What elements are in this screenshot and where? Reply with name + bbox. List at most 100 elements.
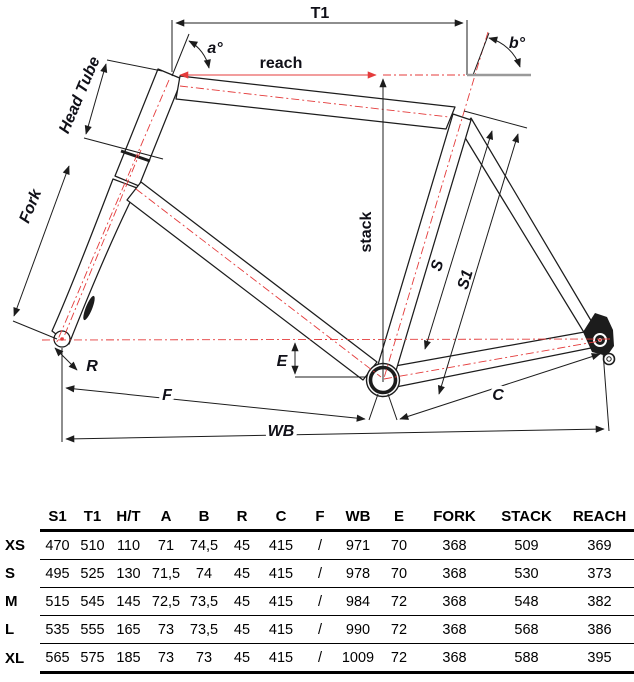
f-ext-bb [368, 393, 379, 421]
derailleur-hanger-hole [606, 356, 612, 362]
table-cell: 382 [565, 587, 634, 616]
table-cell: 548 [488, 587, 565, 616]
table-cell: 368 [421, 559, 488, 588]
column-header-t1: T1 [75, 503, 110, 532]
head-tube-dimension-line [84, 63, 108, 135]
axle-centerline [41, 338, 611, 341]
rear-axle-ext-line [602, 351, 610, 432]
column-header-b: B [185, 503, 223, 532]
table-cell: 74,5 [185, 530, 223, 560]
table-cell: 70 [377, 530, 421, 560]
label-stack: stack [358, 211, 375, 252]
table-cell: 395 [565, 643, 634, 674]
table-cell: 368 [421, 530, 488, 560]
table-cell: 71,5 [147, 559, 185, 588]
table-cell: 386 [565, 615, 634, 644]
table-cell: 535 [40, 615, 75, 644]
table-cell: / [301, 530, 339, 560]
column-header-h-t: H/T [110, 503, 147, 532]
label-c: C [492, 387, 504, 404]
column-header-reach: REACH [565, 503, 634, 532]
a-angle-arc [188, 40, 211, 69]
fork-eyelet [83, 295, 95, 321]
label-fork: Fork [16, 186, 45, 226]
table-cell: 70 [377, 559, 421, 588]
table-cell: 72,5 [147, 587, 185, 616]
table-cell: 74 [185, 559, 223, 588]
table-cell: 971 [339, 530, 377, 560]
table-cell: 509 [488, 530, 565, 560]
column-header-s1: S1 [40, 503, 75, 532]
fork-dimension-line [13, 165, 70, 317]
table-cell: / [301, 587, 339, 616]
table-cell: 368 [421, 643, 488, 674]
table-cell: 495 [40, 559, 75, 588]
table-cell: 72 [377, 643, 421, 674]
table-cell: 73 [147, 615, 185, 644]
row-label-s: S [5, 565, 16, 582]
table-cell: 525 [75, 559, 110, 588]
fork-ext-bottom [12, 320, 58, 340]
rear-axle-center-dot [598, 338, 602, 342]
label-a-angle: a° [207, 40, 223, 57]
front-axle-center-dot [60, 337, 64, 341]
c-dimension-line [399, 353, 601, 420]
table-cell: 73,5 [185, 587, 223, 616]
table-cell: 588 [488, 643, 565, 674]
seat-axis-extension [472, 32, 490, 76]
table-cell: 369 [565, 530, 634, 560]
table-cell: 45 [223, 615, 261, 644]
column-header-r: R [223, 503, 261, 532]
table-cell: 45 [223, 530, 261, 560]
rake-dimension-line [54, 347, 78, 371]
table-cell: 73 [147, 643, 185, 674]
table-cell: 565 [40, 643, 75, 674]
head-tube-ext-bottom [83, 137, 164, 160]
table-cell: 73,5 [185, 615, 223, 644]
table-cell: 145 [110, 587, 147, 616]
seat-stays [460, 117, 597, 340]
label-b-angle: b° [509, 35, 526, 52]
table-cell: 530 [488, 559, 565, 588]
label-s: S [428, 258, 447, 273]
table-cell: 45 [223, 587, 261, 616]
table-cell: 415 [261, 559, 301, 588]
row-label-l: L [5, 621, 15, 638]
label-wb: WB [268, 423, 295, 440]
seat-cluster-ext-line [463, 110, 528, 129]
table-cell: 515 [40, 587, 75, 616]
table-cell: 415 [261, 615, 301, 644]
column-header-fork: FORK [421, 503, 488, 532]
head-tube-ext-top [106, 59, 163, 72]
frame-geometry-svg: T1 a° b° reach stack Head Tube Fork S S1… [12, 5, 616, 444]
label-s1: S1 [455, 268, 477, 292]
table-cell: 568 [488, 615, 565, 644]
table-cell: 71 [147, 530, 185, 560]
row-label-xl: XL [5, 649, 25, 667]
f-dimension-line [65, 385, 366, 422]
seat-tube-centerline [383, 31, 489, 379]
frame-outline [51, 68, 616, 398]
column-header-stack: STACK [488, 503, 565, 532]
row-label-m: M [5, 593, 18, 610]
table-cell: 545 [75, 587, 110, 616]
table-cell: 1009 [339, 643, 377, 674]
table-cell: 165 [110, 615, 147, 644]
table-cell: 510 [75, 530, 110, 560]
table-cell: 415 [261, 587, 301, 616]
table-cell: 72 [377, 587, 421, 616]
down-tube-centerline [135, 188, 382, 378]
top-tube-centerline [179, 85, 450, 118]
table-cell: / [301, 559, 339, 588]
label-head-tube: Head Tube [56, 54, 104, 136]
table-cell: 73 [185, 643, 223, 674]
column-header-f: F [301, 503, 339, 532]
